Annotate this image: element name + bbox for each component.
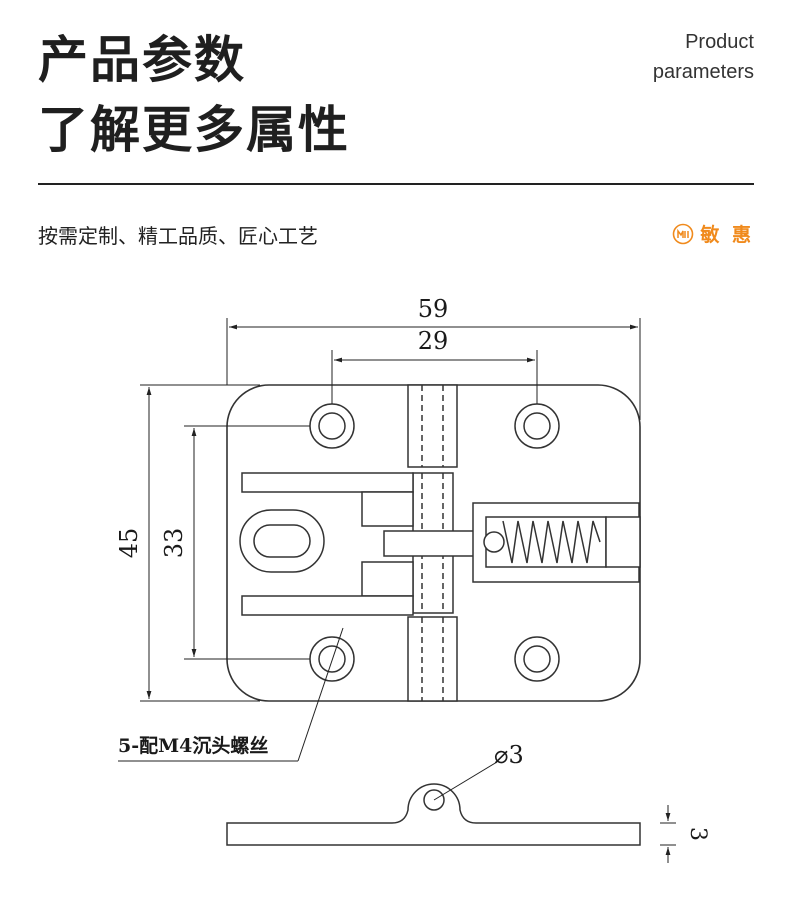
page-title-line-1: 产品参数	[38, 31, 246, 89]
brand-name: 敏 惠	[700, 224, 754, 246]
dim-hole-spacing-y: 33	[160, 528, 188, 559]
dim-hole-spacing-x: 29	[418, 327, 449, 355]
brand-logo: 敏 惠	[672, 220, 754, 247]
english-title-line-1: Product	[685, 31, 754, 53]
plate-slots	[241, 472, 481, 616]
hinge-knuckle-bottom	[407, 616, 458, 702]
hinge-side-view	[226, 783, 641, 846]
dim-overall-height: 45	[115, 528, 143, 559]
brand-mark-icon	[673, 223, 694, 244]
hinge-knuckle-top	[407, 384, 458, 468]
english-title-line-2: parameters	[652, 61, 754, 83]
dim-pin-diameter: ⌀3	[494, 741, 524, 769]
hinge-technical-drawing: 59 29 45 33 5-配M4沉头螺丝 ⌀3 3	[115, 295, 710, 863]
header-divider	[38, 183, 754, 185]
screw-note: 5-配M4沉头螺丝	[118, 734, 268, 757]
dim-thickness: 3	[685, 827, 710, 841]
dim-overall-width: 59	[418, 295, 449, 323]
tagline: 按需定制、精工品质、匠心工艺	[38, 224, 318, 248]
oval-slot	[239, 509, 325, 573]
spring-assembly	[472, 502, 641, 583]
page-title-line-2: 了解更多属性	[38, 101, 350, 159]
